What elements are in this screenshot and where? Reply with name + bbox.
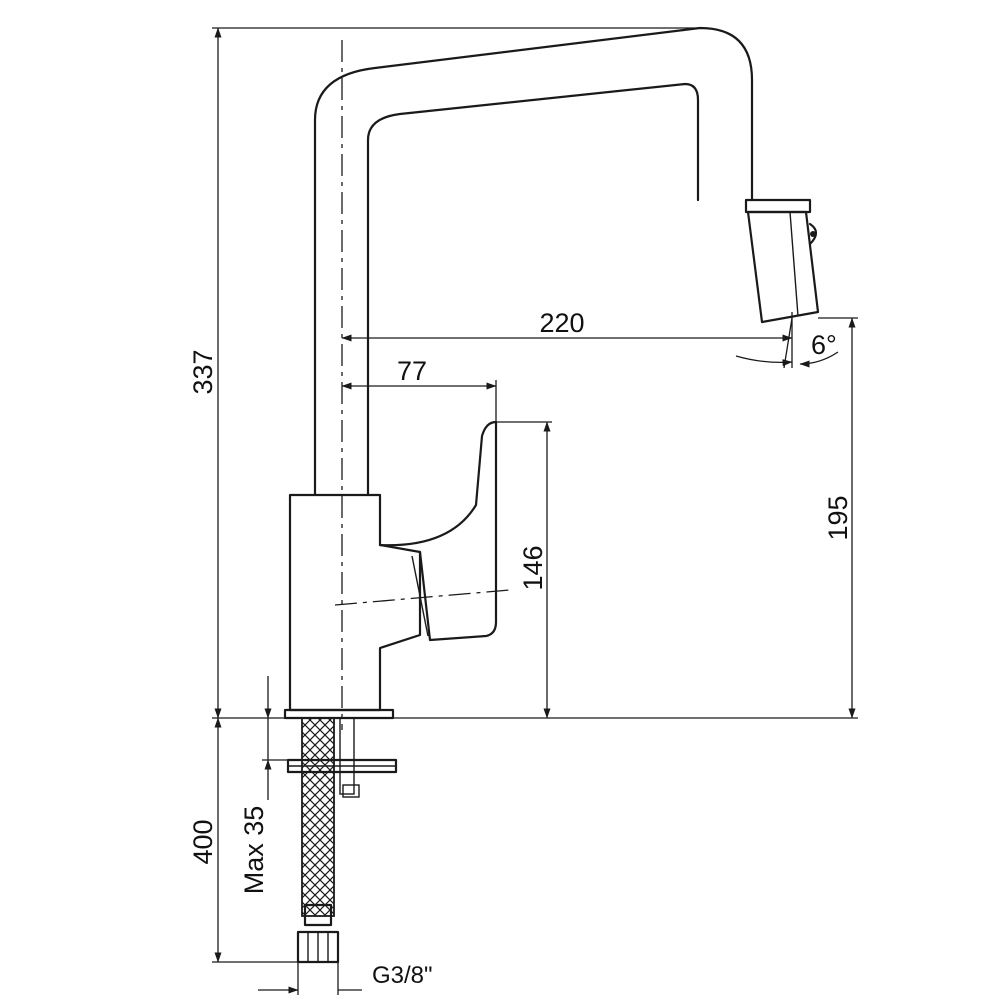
base-plate — [283, 708, 395, 720]
dim-spray-angle: 6° — [735, 317, 839, 369]
extension-lines — [212, 27, 858, 963]
dim-spout-reach: 220 — [341, 308, 793, 342]
label-lever-height: 146 — [518, 545, 548, 590]
spray-head — [744, 198, 820, 324]
label-spray-angle: 6° — [811, 330, 837, 360]
label-max-thickness: Max 35 — [239, 806, 269, 895]
dim-thread: G3/8" — [258, 962, 433, 995]
label-hose-length: 400 — [188, 819, 218, 864]
dim-overall-height: 337 — [188, 27, 222, 719]
dim-outlet-height: 195 — [823, 317, 856, 719]
dim-lever-height: 146 — [518, 421, 551, 719]
lever-handle — [378, 420, 498, 642]
label-lever-offset: 77 — [397, 356, 427, 386]
dim-lever-offset: 77 — [341, 356, 497, 390]
label-overall-height: 337 — [188, 349, 218, 394]
label-thread: G3/8" — [372, 962, 433, 989]
dim-hose-length: 400 — [188, 717, 222, 963]
label-outlet-height: 195 — [823, 495, 853, 540]
faucet-spout — [313, 26, 754, 497]
faucet-body — [288, 493, 422, 712]
mounting-hardware — [286, 717, 398, 964]
label-spout-reach: 220 — [539, 308, 584, 338]
dim-max-thickness: Max 35 — [239, 676, 272, 895]
